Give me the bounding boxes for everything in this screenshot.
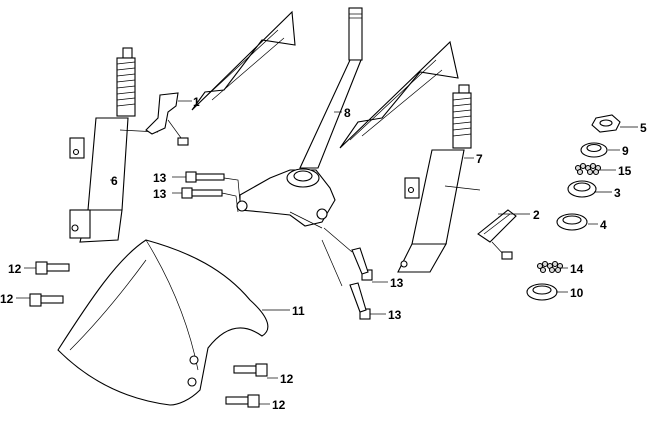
callout-15: 15 <box>618 164 632 178</box>
callout-12-upper-left: 12 <box>8 262 22 276</box>
callout-2: 2 <box>533 208 540 222</box>
leader-lines <box>16 100 638 405</box>
ball-bearings-lower <box>536 260 564 274</box>
callout-13-middle: 13 <box>153 187 167 201</box>
bolts-12 <box>29 261 268 408</box>
right-fork-assembly <box>397 84 481 273</box>
callout-12-lower-right: 12 <box>272 398 286 412</box>
callout-11: 11 <box>292 304 305 318</box>
callout-7: 7 <box>476 152 483 166</box>
bearing-stack <box>526 114 621 301</box>
right-decal <box>339 40 459 149</box>
callout-13-bottom: 13 <box>388 308 402 322</box>
callout-10: 10 <box>570 286 584 300</box>
callout-14: 14 <box>570 262 584 276</box>
ball-bearings-upper <box>574 162 602 176</box>
front-fender <box>57 239 269 406</box>
bolts-13 <box>181 171 373 320</box>
left-bracket <box>145 92 189 146</box>
callout-13-lower: 13 <box>390 276 404 290</box>
right-bracket <box>477 209 517 260</box>
left-decal <box>191 10 296 111</box>
callout-12-upper-right: 12 <box>280 372 294 386</box>
callout-13-upper: 13 <box>153 171 167 185</box>
callout-1: 1 <box>193 95 200 109</box>
callout-12-lower-left: 12 <box>0 292 14 306</box>
callout-8: 8 <box>344 106 351 120</box>
callout-3: 3 <box>614 186 621 200</box>
callout-6: 6 <box>111 174 118 188</box>
steering-stem <box>236 7 363 229</box>
callout-4: 4 <box>600 218 607 232</box>
callout-5: 5 <box>640 121 647 135</box>
callout-labels: 1 2 3 4 5 6 7 8 9 10 11 12 12 12 12 13 1… <box>0 95 647 412</box>
left-fork-assembly <box>69 47 159 243</box>
callout-9: 9 <box>622 144 629 158</box>
